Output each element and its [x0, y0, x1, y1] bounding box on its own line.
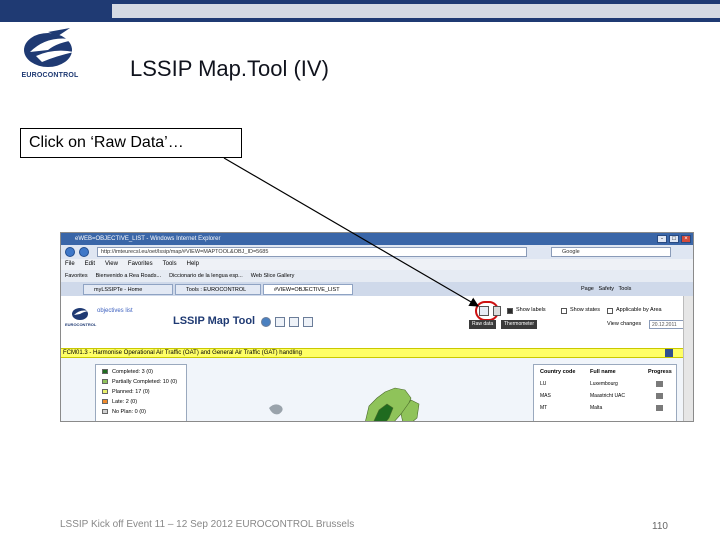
slide-footer: LSSIP Kick off Event 11 – 12 Sep 2012 EU… — [60, 519, 355, 530]
logo-text: EUROCONTROL — [21, 72, 79, 79]
column-header-full-name: Full name — [590, 369, 616, 375]
column-header-progress: Progress — [648, 369, 672, 375]
map-norway — [373, 403, 394, 421]
menu-favorites[interactable]: Favorites — [127, 261, 153, 267]
thermometer-tooltip: Thermometer — [501, 320, 538, 329]
favorites-button[interactable]: Favorites — [65, 273, 88, 279]
url-input[interactable]: http://imteurecsl.eu/oet/lssip/map/#VIEW… — [97, 247, 527, 257]
slide-title: LSSIP Map.Tool (IV) — [130, 56, 329, 81]
country-name-cell[interactable]: Luxembourg — [590, 381, 618, 387]
favorites-bar: Favorites Bienvenido a Rea Roads... Dicc… — [61, 270, 693, 282]
objective-bar[interactable]: FCM01.3 - Harmonise Operational Air Traf… — [61, 348, 693, 358]
maptool-title: LSSIP Map Tool — [173, 315, 256, 327]
country-code-cell[interactable]: MAS — [540, 393, 551, 399]
callout-box: Click on ‘Raw Data’… — [20, 128, 242, 158]
address-bar: http://imteurecsl.eu/oet/lssip/map/#VIEW… — [61, 245, 693, 259]
legend-item: No Plan: 0 (0) — [102, 409, 146, 416]
thermometer-button[interactable] — [493, 306, 501, 316]
maximize-icon[interactable]: □ — [669, 235, 679, 243]
zoom-out-icon[interactable] — [303, 317, 313, 327]
country-name-cell[interactable]: Maastricht UAC — [590, 393, 626, 399]
back-icon[interactable] — [65, 247, 75, 257]
browser-window-title: eWEB=OBJECTIVE_LIST - Windows Internet E… — [75, 236, 221, 242]
map-content: Completed: 3 (0) Partially Completed: 10… — [61, 358, 693, 422]
legend-panel: Completed: 3 (0) Partially Completed: 10… — [95, 364, 187, 421]
browser-screenshot: eWEB=OBJECTIVE_LIST - Windows Internet E… — [60, 232, 694, 422]
menu-help[interactable]: Help — [186, 261, 199, 267]
map-finland — [400, 399, 420, 421]
browser-title-bar: eWEB=OBJECTIVE_LIST - Windows Internet E… — [61, 233, 693, 245]
browser-tab[interactable]: myLSSIPTe - Home — [83, 284, 173, 295]
menu-file[interactable]: File — [65, 261, 75, 267]
globe-icon[interactable] — [261, 317, 271, 327]
column-header-country-code: Country code — [540, 369, 576, 375]
menu-tools[interactable]: Tools — [162, 261, 177, 267]
browser-tab-active[interactable]: #VIEW=OBJECTIVE_LIST — [263, 284, 353, 295]
objectives-list-link[interactable]: objectives list — [97, 308, 133, 314]
show-states-label: Show states — [570, 307, 600, 313]
legend-item: Partially Completed: 10 (0) — [102, 379, 177, 386]
legend-item: Late: 2 (0) — [102, 399, 137, 406]
refresh-icon[interactable] — [275, 317, 285, 327]
favorite-link[interactable]: Bienvenido a Rea Roads... — [95, 273, 162, 279]
applicable-by-area-checkbox[interactable] — [607, 308, 613, 314]
menu-view[interactable]: View — [105, 261, 118, 267]
tools-menu[interactable]: Tools — [618, 286, 632, 292]
show-states-checkbox[interactable] — [561, 308, 567, 314]
legend-swatch — [102, 409, 108, 415]
map-island — [269, 404, 283, 415]
legend-item: Completed: 3 (0) — [102, 369, 153, 376]
browser-tab-strip: myLSSIPTe - Home Tools : EUROCONTROL #VI… — [61, 282, 693, 296]
minimize-icon[interactable]: - — [657, 235, 667, 243]
browser-menu-bar: File Edit View Favorites Tools Help — [61, 259, 693, 270]
view-changes-label: View changes — [607, 321, 642, 327]
show-labels-label: Show labels — [516, 307, 546, 313]
mini-logo-text: EUROCONTROL — [65, 322, 97, 327]
legend-swatch — [102, 369, 108, 375]
raw-data-tooltip: Raw data — [469, 320, 497, 329]
vertical-scrollbar[interactable] — [683, 296, 693, 421]
country-name-cell[interactable]: Malta — [590, 405, 603, 411]
menu-edit[interactable]: Edit — [84, 261, 96, 267]
show-labels-checkbox[interactable] — [507, 308, 513, 314]
legend-swatch — [102, 379, 108, 385]
applicable-by-area-label: Applicable by Area — [616, 307, 662, 313]
favorite-link[interactable]: Diccionario de la lengua esp... — [169, 273, 243, 279]
country-code-cell[interactable]: MT — [540, 405, 548, 411]
page-menu[interactable]: Page — [581, 286, 594, 292]
collapse-icon[interactable] — [665, 349, 673, 357]
page-number: 110 — [652, 521, 668, 532]
progress-icon[interactable] — [656, 393, 663, 399]
top-banner — [0, 0, 720, 22]
forward-icon[interactable] — [79, 247, 89, 257]
maptool-header: EUROCONTROL objectives list LSSIP Map To… — [61, 296, 693, 348]
browser-tab[interactable]: Tools : EUROCONTROL — [175, 284, 261, 295]
safety-menu[interactable]: Safety — [598, 286, 615, 292]
eurocontrol-mini-logo-icon — [71, 306, 89, 322]
legend-swatch — [102, 389, 108, 395]
close-icon[interactable]: × — [681, 235, 691, 243]
search-input[interactable]: Google — [551, 247, 671, 257]
progress-icon[interactable] — [656, 381, 663, 387]
favorite-link[interactable]: Web Slice Gallery — [250, 273, 295, 279]
top-banner-light — [112, 4, 720, 18]
progress-icon[interactable] — [656, 405, 663, 411]
eurocontrol-logo-icon — [18, 26, 82, 84]
country-code-cell[interactable]: LU — [540, 381, 547, 387]
zoom-in-icon[interactable] — [289, 317, 299, 327]
legend-item: Planned: 17 (0) — [102, 389, 150, 396]
europe-map[interactable] — [261, 378, 421, 422]
country-table: Country code Full name Progress LU Luxem… — [533, 364, 677, 421]
command-bar: Page Safety Tools — [581, 284, 631, 294]
legend-swatch — [102, 399, 108, 405]
